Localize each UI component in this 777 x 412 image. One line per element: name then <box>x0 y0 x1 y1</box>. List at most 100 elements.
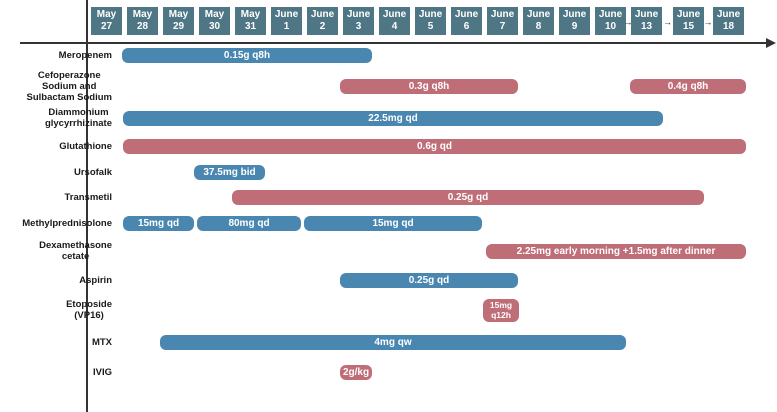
drug-label: Transmetil <box>64 192 112 203</box>
date-day: 9 <box>571 21 578 32</box>
date-day: 30 <box>208 21 221 32</box>
date-day: 8 <box>535 21 542 32</box>
drug-label-line: Meropenem <box>58 50 112 61</box>
drug-label: Methylprednisolone <box>22 218 112 229</box>
dosage-bar: 0.25g qd <box>232 190 704 205</box>
dosage-bar: 37.5mg bid <box>194 165 265 180</box>
dosage-text-line: 15mg <box>489 300 513 310</box>
date-day: 5 <box>427 21 434 32</box>
dosage-text: 22.5mg qd <box>368 112 418 124</box>
dosage-text: 0.25g qd <box>408 275 450 286</box>
drug-label-line: cetate <box>61 251 90 262</box>
date-day: 13 <box>640 21 653 32</box>
drug-label-line: Sulbactam Sodium <box>26 91 112 103</box>
date-gap-arrow: → <box>703 17 713 27</box>
dosage-text: 0.15g q8h <box>223 50 271 61</box>
drug-label-line: Ursofalk <box>73 167 112 178</box>
dosage-bar: 4mg qw <box>160 335 626 350</box>
date-day: 10 <box>604 21 617 32</box>
date-month: May <box>168 9 189 20</box>
drug-label: Ursofalk <box>74 167 112 178</box>
dosage-bar: 0.25g qd <box>340 273 518 288</box>
date-month: June <box>598 9 623 20</box>
drug-label-line: Cefoperazone <box>37 69 101 81</box>
dosage-bar: 80mg qd <box>197 216 301 231</box>
date-month: June <box>562 9 587 20</box>
drug-label-line: Etoposide <box>66 299 112 310</box>
date-month: May <box>204 9 225 20</box>
date-day: 1 <box>283 21 290 32</box>
drug-label-line: MTX <box>91 337 112 348</box>
drug-label-line: Dexamethasone <box>39 240 112 251</box>
date-day: 7 <box>499 21 506 32</box>
time-axis <box>20 42 768 44</box>
drug-label: Glutathione <box>59 141 112 152</box>
drug-label-line: IVIG <box>92 367 112 378</box>
date-month: June <box>418 9 443 20</box>
dosage-text: 80mg qd <box>228 218 270 229</box>
dosage-bar: 22.5mg qd <box>123 110 663 126</box>
date-month: June <box>274 9 299 20</box>
time-axis-arrowhead <box>766 38 776 48</box>
dosage-bar: 0.3g q8h <box>340 78 518 94</box>
date-day: 4 <box>391 21 398 32</box>
date-day: 15 <box>682 21 695 32</box>
dosage-bar: 15mg qd <box>123 216 194 231</box>
date-day: 2 <box>319 21 326 32</box>
dosage-text-line: q12h <box>491 310 511 320</box>
vertical-axis <box>86 0 88 412</box>
dosage-text: 37.5mg bid <box>203 167 256 178</box>
date-day: 31 <box>244 21 257 32</box>
dosage-bar: 0.15g q8h <box>122 48 372 63</box>
date-gap-arrow: → <box>623 17 633 27</box>
date-month: May <box>132 9 153 20</box>
dosage-text: 0.6g qd <box>416 141 452 152</box>
date-day: 27 <box>100 21 113 32</box>
dosage-bar: 0.6g qd <box>123 139 746 154</box>
drug-label: Aspirin <box>79 275 112 286</box>
dosage-text: 0.3g q8h <box>408 80 450 92</box>
dosage-bar: 2.25mg early morning +1.5mg after dinner <box>486 243 746 259</box>
dosage-text: 0.25g qd <box>447 192 489 203</box>
drug-label: MTX <box>92 337 112 348</box>
dosage-text: 4mg qw <box>374 337 412 348</box>
date-month: June <box>676 9 701 20</box>
date-month: June <box>634 9 659 20</box>
date-day: 6 <box>463 21 470 32</box>
date-month: June <box>382 9 407 20</box>
drug-label: Etoposide(VP16) <box>66 299 112 321</box>
dosage-bar: 0.4g q8h <box>630 78 746 94</box>
dosage-text: 2.25mg early morning +1.5mg after dinner <box>516 245 716 257</box>
drug-label-line: Glutathione <box>59 141 112 152</box>
dosage-text: 0.4g q8h <box>667 80 709 92</box>
date-day: 3 <box>355 21 362 32</box>
dosage-text: 15mg qd <box>137 218 180 229</box>
drug-label-line: Diammonium <box>48 107 109 118</box>
dosage-text: 2g/kg <box>342 367 370 378</box>
drug-label-line: Transmetil <box>64 192 112 203</box>
dosage-bar: 2g/kg <box>340 365 372 380</box>
drug-label-line: Methylprednisolone <box>22 218 112 229</box>
date-day: 28 <box>136 21 149 32</box>
date-month: June <box>716 9 741 20</box>
date-month: June <box>346 9 371 20</box>
drug-label-line: Sodium and <box>42 80 97 92</box>
dosage-text: 15mg qd <box>372 218 414 229</box>
